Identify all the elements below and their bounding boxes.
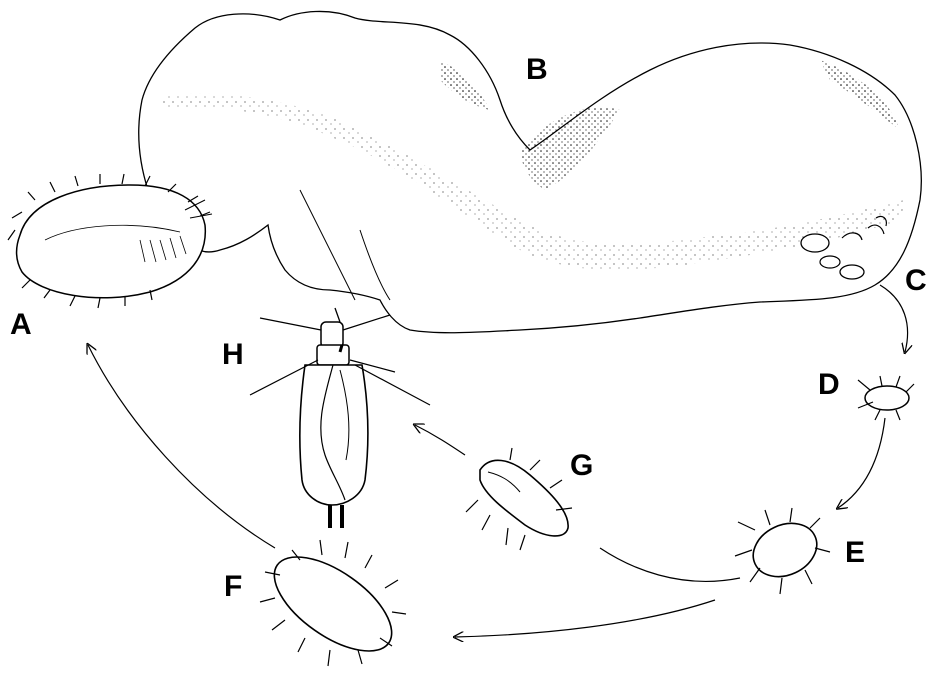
label-e: E — [845, 538, 865, 568]
stage-h-adult — [250, 308, 430, 528]
label-g: G — [570, 451, 593, 481]
label-d: D — [818, 370, 840, 400]
arrow-f-to-a — [88, 345, 275, 548]
arrow-g-to-h — [415, 425, 465, 455]
stage-e-nymph — [735, 508, 830, 594]
arrow-e-to-f — [455, 600, 715, 637]
stage-g-pupa — [466, 448, 572, 550]
stage-d-crawler — [858, 376, 914, 420]
arrow-e-to-g — [600, 548, 740, 581]
label-h: H — [222, 340, 244, 370]
arrow-c-to-d — [880, 285, 908, 352]
label-b: B — [526, 55, 548, 85]
label-c: C — [905, 266, 927, 296]
label-a: A — [10, 310, 32, 340]
stage-f-mature-scale — [259, 539, 407, 669]
arrow-d-to-e — [838, 418, 885, 508]
label-f: F — [224, 572, 242, 602]
